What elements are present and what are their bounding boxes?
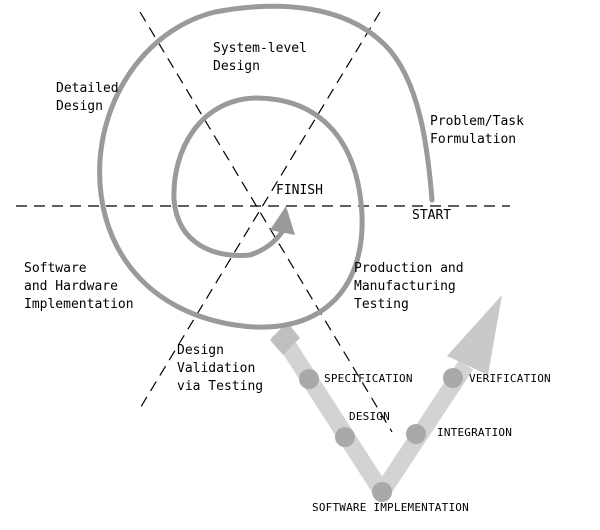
software-implementation-node [372, 482, 392, 502]
v-model-arrowhead [447, 295, 502, 375]
verification-node [443, 368, 463, 388]
integration-node [406, 424, 426, 444]
spiral-path [97, 3, 435, 330]
specification-label: SPECIFICATION [324, 372, 413, 385]
v-model-tail [270, 322, 300, 355]
detailed-design-label: Detailed Design [56, 81, 119, 114]
v-model-band [270, 295, 502, 497]
v-model-nodes [299, 368, 463, 502]
start-label: START [412, 208, 452, 223]
system-level-design-label: System-level Design [213, 41, 307, 74]
specification-node [299, 369, 319, 389]
problem-task-formulation-label: Problem/Task Formulation [430, 114, 524, 147]
design-node [335, 427, 355, 447]
spiral-arrowhead [270, 206, 295, 235]
production-manufacturing-testing-label: Production and Manufacturing Testing [354, 261, 464, 312]
integration-label: INTEGRATION [437, 426, 513, 439]
diagonal-axis-2 [138, 11, 381, 411]
software-implementation-label: SOFTWARE IMPLEMENTATION [312, 501, 469, 514]
design-step-label: DESIGN [349, 410, 390, 423]
diagonal-axis-1 [139, 11, 393, 433]
finish-label: FINISH [276, 183, 323, 198]
verification-label: VERIFICATION [469, 372, 551, 385]
design-validation-label: Design Validation via Testing [177, 343, 264, 394]
software-hardware-implementation-label: Software and Hardware Implementation [24, 261, 134, 312]
